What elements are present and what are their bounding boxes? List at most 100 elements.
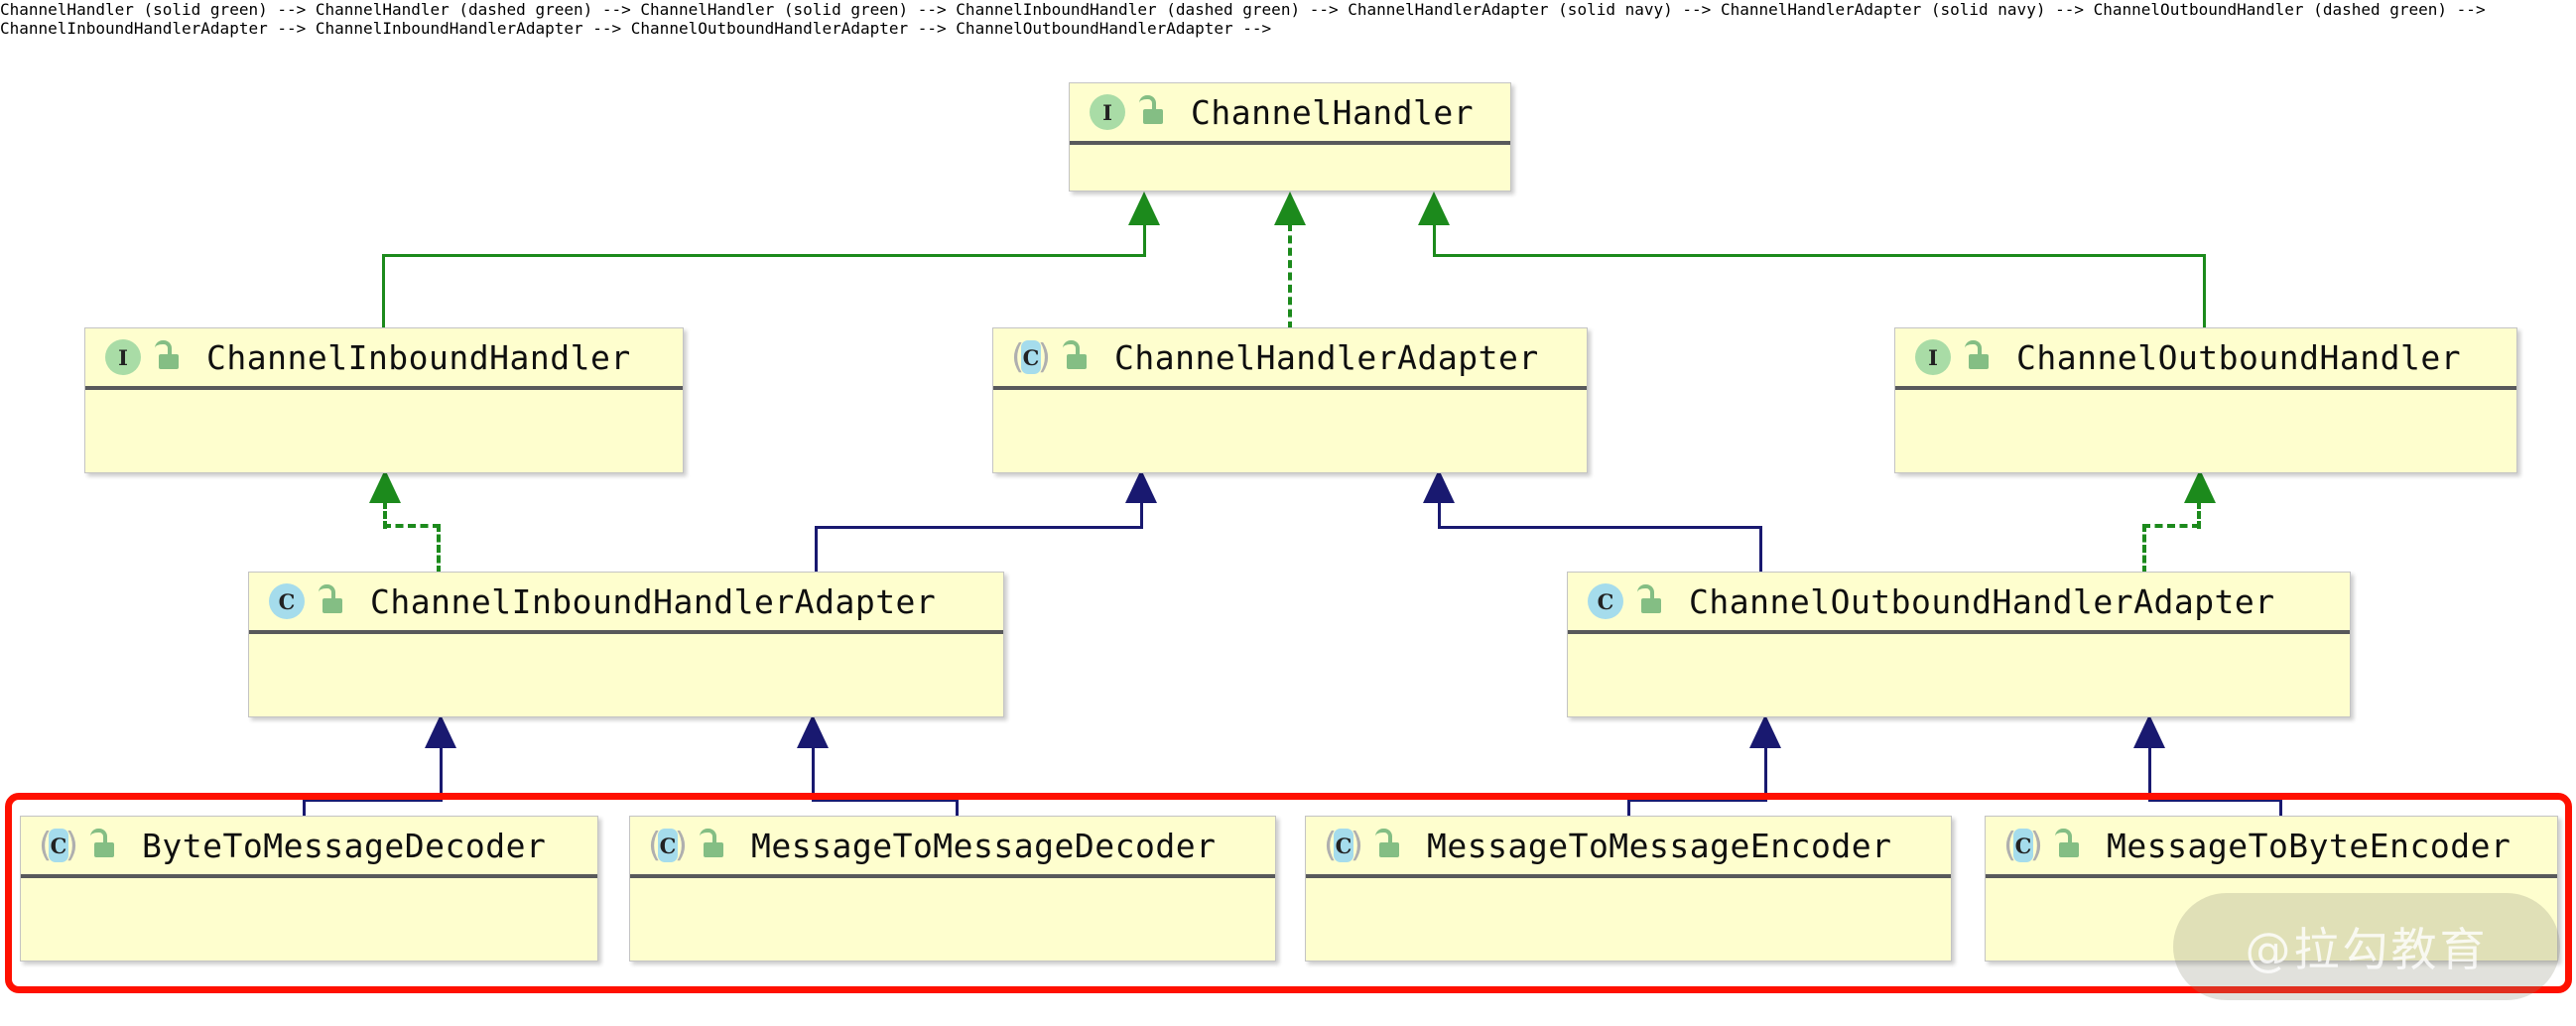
class-node-members-compartment — [993, 390, 1587, 438]
paren-left: ( — [39, 826, 53, 865]
edge-outbound-to-handler-horizontal — [1433, 254, 2206, 257]
class-node-channeloutboundhandleradapter[interactable]: C ChannelOutboundHandlerAdapter — [1567, 572, 2351, 717]
class-node-messagetomessageencoder[interactable]: () C MessageToMessageEncoder — [1305, 816, 1952, 962]
class-node-members-compartment — [1568, 634, 2350, 682]
edge-outboundadapter-to-adapter-vertical-right — [1759, 526, 1762, 574]
class-node-title-row: C ChannelOutboundHandlerAdapter — [1568, 573, 2350, 634]
class-node-title-row: () C ByteToMessageDecoder — [21, 817, 597, 878]
class-node-bytetomessagedecoder[interactable]: () C ByteToMessageDecoder — [20, 816, 598, 962]
class-node-title-row: I ChannelOutboundHandler — [1895, 328, 2516, 390]
edge-inboundadapter-to-inbound-horizontal — [383, 524, 441, 528]
edge-adapter-to-handler-arrowhead — [1274, 192, 1306, 225]
edge-inboundadapter-to-adapter-arrowhead — [1125, 469, 1157, 503]
watermark: @拉勾教育 — [2173, 893, 2560, 1000]
class-icon: C — [1586, 581, 1625, 621]
abstract-class-icon-glyph: C — [1022, 344, 1040, 370]
edge-layer: ChannelHandler (solid green) --> Channel… — [0, 0, 2576, 834]
paren-left: ( — [2003, 826, 2017, 865]
edge-adapter-to-handler-vertical — [1288, 223, 1292, 329]
class-node-members-compartment — [249, 634, 1003, 682]
class-node-messagetobyteencoder[interactable]: () C MessageToByteEncoder — [1985, 816, 2558, 962]
edge-msgdecoder-to-inboundadapter-arrowhead — [797, 714, 829, 748]
edge-inbound-to-handler-arrowhead — [1128, 192, 1160, 225]
open-padlock-icon — [1059, 340, 1089, 374]
open-padlock-icon — [1633, 584, 1663, 618]
edge-msgencoder-to-outboundadapter-horizontal — [1627, 799, 1766, 802]
edge-msgdecoder-to-inboundadapter-vertical-left — [812, 746, 815, 802]
edge-outbound-to-handler-vertical-left — [1433, 223, 1436, 257]
class-icon: C — [267, 581, 307, 621]
edge-inbound-to-handler-vertical-left — [382, 254, 385, 329]
edge-byteencoder-to-outboundadapter-vertical-left — [2148, 746, 2151, 802]
class-node-channelhandleradapter[interactable]: () C ChannelHandlerAdapter — [992, 327, 1588, 473]
paren-right: ) — [2029, 826, 2043, 865]
edge-inbound-to-handler-vertical-right — [1143, 223, 1146, 257]
paren-left: ( — [1324, 826, 1338, 865]
abstract-class-icon: () C — [648, 826, 688, 865]
class-name-label: ChannelInboundHandler — [206, 337, 631, 377]
open-padlock-icon — [151, 340, 181, 374]
interface-icon: I — [1913, 337, 1953, 377]
edge-byteencoder-to-outboundadapter-arrowhead — [2133, 714, 2165, 748]
edge-outboundadapter-to-outbound-vertical-down — [2142, 524, 2146, 574]
class-node-channelinboundhandler[interactable]: I ChannelInboundHandler — [84, 327, 684, 473]
class-name-label: ChannelHandler — [1191, 92, 1475, 132]
edge-inboundadapter-to-inbound-vertical-down — [437, 524, 441, 574]
open-padlock-icon — [315, 584, 344, 618]
abstract-class-icon: () C — [1011, 337, 1051, 377]
interface-icon-glyph: I — [1928, 344, 1938, 370]
open-padlock-icon — [696, 829, 725, 862]
paren-left: ( — [648, 826, 662, 865]
open-padlock-icon — [1135, 95, 1165, 129]
class-icon-glyph: C — [1597, 588, 1614, 614]
edge-msgdecoder-to-inboundadapter-horizontal — [812, 799, 959, 802]
edge-outboundadapter-to-adapter-arrowhead — [1423, 469, 1455, 503]
class-node-members-compartment — [21, 878, 597, 926]
class-icon-glyph: C — [278, 588, 296, 614]
paren-right: ) — [64, 826, 78, 865]
edge-inboundadapter-to-adapter-vertical-right — [1140, 501, 1143, 529]
class-name-label: ByteToMessageDecoder — [142, 826, 547, 865]
edge-msgencoder-to-outboundadapter-vertical-right — [1764, 746, 1767, 802]
edge-bytedecoder-to-inboundadapter-vertical-right — [440, 746, 443, 802]
abstract-class-icon-glyph: C — [50, 833, 67, 858]
class-name-label: ChannelOutboundHandlerAdapter — [1689, 581, 2275, 621]
edge-inboundadapter-to-inbound-arrowhead — [369, 469, 401, 503]
abstract-class-icon: () C — [2003, 826, 2043, 865]
edge-outboundadapter-to-outbound-vertical-up — [2197, 501, 2201, 529]
class-node-channeloutboundhandler[interactable]: I ChannelOutboundHandler — [1894, 327, 2517, 473]
edge-inbound-to-handler-horizontal — [382, 254, 1146, 257]
open-padlock-icon — [1371, 829, 1401, 862]
edge-outbound-to-handler-vertical-right — [2203, 254, 2206, 329]
edge-outboundadapter-to-adapter-vertical-left — [1438, 501, 1441, 529]
interface-icon: I — [103, 337, 143, 377]
class-name-label: ChannelOutboundHandler — [2016, 337, 2462, 377]
paren-right: ) — [1037, 337, 1051, 377]
interface-icon: I — [1088, 92, 1127, 132]
paren-left: ( — [1011, 337, 1025, 377]
class-name-label: MessageToByteEncoder — [2107, 826, 2512, 865]
edge-msgencoder-to-outboundadapter-arrowhead — [1749, 714, 1781, 748]
edge-outboundadapter-to-outbound-arrowhead — [2184, 469, 2216, 503]
class-node-members-compartment — [1895, 390, 2516, 438]
class-node-channelinboundhandleradapter[interactable]: C ChannelInboundHandlerAdapter — [248, 572, 1004, 717]
class-node-title-row: I ChannelInboundHandler — [85, 328, 683, 390]
class-node-messagetomessagedecoder[interactable]: () C MessageToMessageDecoder — [629, 816, 1276, 962]
abstract-class-icon-glyph: C — [1335, 833, 1352, 858]
open-padlock-icon — [86, 829, 116, 862]
edge-outbound-to-handler-arrowhead — [1418, 192, 1450, 225]
abstract-class-icon-glyph: C — [2014, 833, 2032, 858]
class-node-channelhandler[interactable]: I ChannelHandler — [1069, 82, 1511, 192]
edge-byteencoder-to-outboundadapter-horizontal — [2148, 799, 2282, 802]
class-node-members-compartment — [1306, 878, 1951, 926]
class-node-members-compartment — [630, 878, 1275, 926]
edge-bytedecoder-to-inboundadapter-arrowhead — [425, 714, 456, 748]
open-padlock-icon — [2051, 829, 2081, 862]
class-node-members-compartment — [1070, 145, 1510, 192]
interface-icon-glyph: I — [118, 344, 128, 370]
class-node-title-row: () C MessageToMessageEncoder — [1306, 817, 1951, 878]
class-node-title-row: I ChannelHandler — [1070, 83, 1510, 145]
class-name-label: ChannelInboundHandlerAdapter — [370, 581, 937, 621]
class-node-title-row: () C ChannelHandlerAdapter — [993, 328, 1587, 390]
class-node-members-compartment — [85, 390, 683, 438]
